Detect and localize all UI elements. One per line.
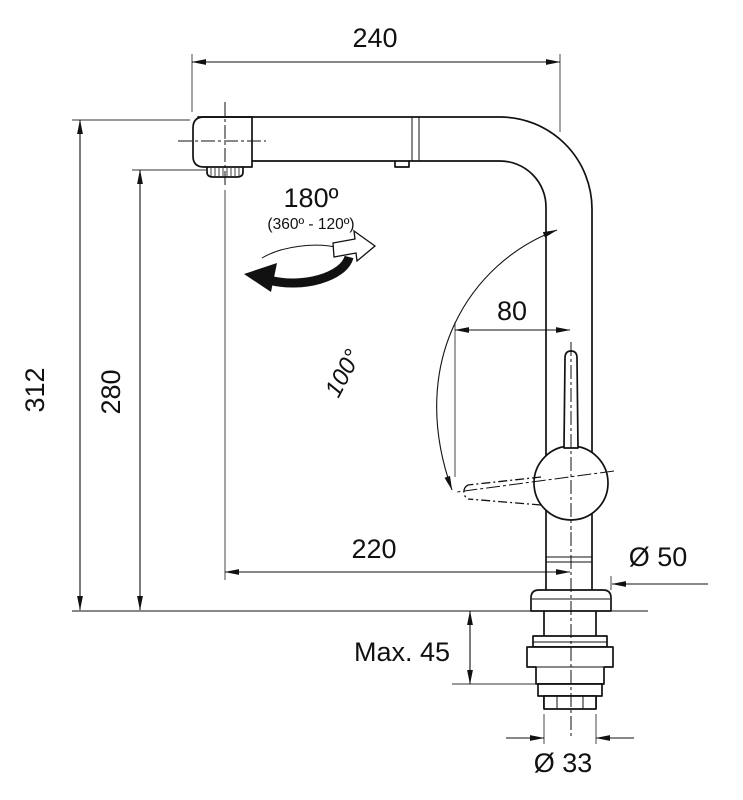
label-280: 280 [96, 369, 126, 414]
label-max45: Max. 45 [354, 637, 450, 667]
aerator [206, 166, 244, 178]
rotation-band-top-edge [261, 244, 341, 259]
label-100deg: 100° [320, 345, 367, 402]
lever-phantom-tip [463, 484, 469, 500]
label-220: 220 [351, 534, 396, 564]
label-312: 312 [20, 367, 50, 412]
rotation-symbol [244, 229, 377, 292]
lever-phantom-top [467, 476, 542, 486]
label-360-120: (360º - 120º) [267, 216, 354, 233]
mounting-step [537, 683, 603, 697]
aerator-hatch [210, 168, 240, 176]
dim-100deg-arc [436, 229, 558, 491]
label-d33: Ø 33 [534, 748, 593, 778]
label-180deg: 180º [284, 183, 339, 213]
shank-end-facets [556, 696, 584, 709]
spray-head [192, 116, 253, 168]
base-flange [530, 589, 612, 612]
rotation-arrowhead-solid [244, 263, 277, 292]
mounting-nut [526, 646, 614, 685]
rotation-band [267, 255, 354, 288]
body-collar-lines [546, 556, 592, 563]
spray-head-joint [411, 117, 420, 161]
spout-outer-profile [197, 116, 593, 591]
label-d50: Ø 50 [629, 542, 688, 572]
rotation-arrowhead-outline [332, 229, 377, 263]
spout-inner-profile [251, 160, 547, 591]
label-240: 240 [352, 23, 397, 53]
dimension-labels: 240 312 280 80 220 Ø 50 Max. 45 Ø 33 180… [20, 23, 687, 778]
lever-phantom-bottom [467, 498, 542, 506]
dimension-lines [77, 59, 708, 741]
shank-end-cap [543, 695, 597, 710]
label-80: 80 [497, 296, 527, 326]
spray-button [394, 160, 410, 168]
